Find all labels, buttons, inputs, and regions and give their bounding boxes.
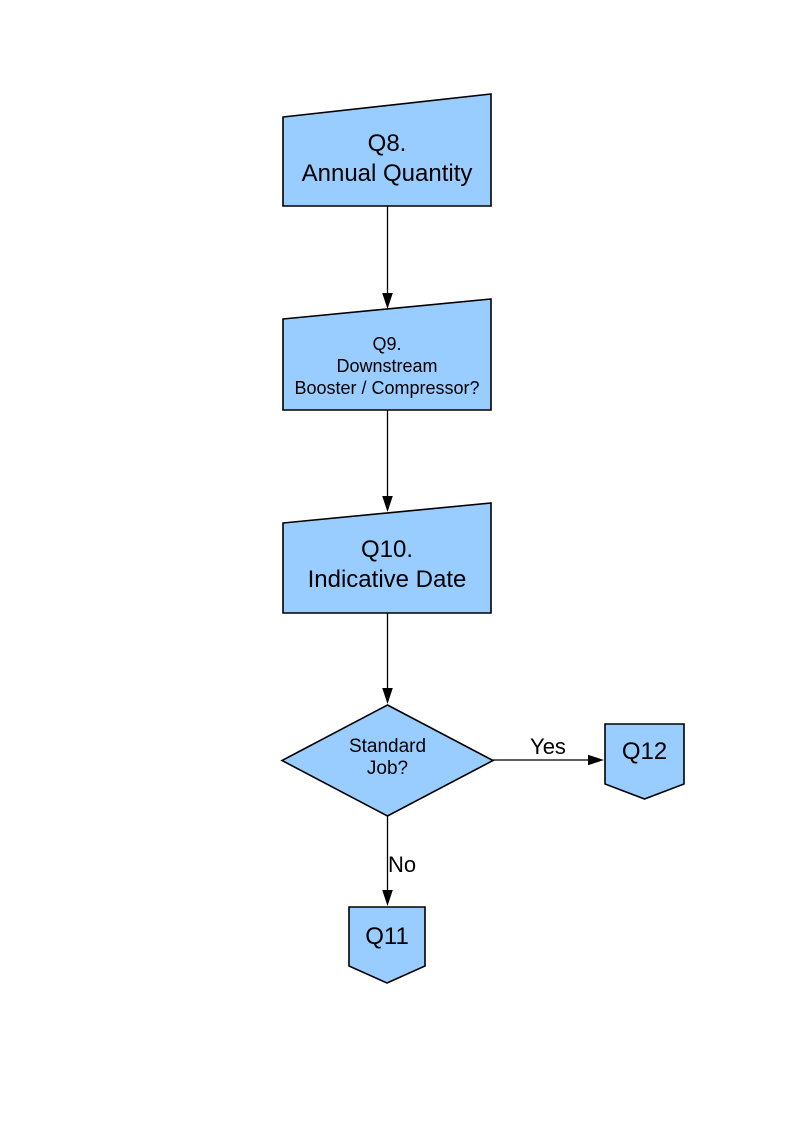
node-q9-shape [282,298,492,411]
node-q11-label-text: Q11 [365,923,409,950]
edge-q9-q10-arrowhead [382,496,393,512]
node-q9-label-line-3: Booster / Compressor? [294,378,480,398]
yes-label-text: Yes [530,734,566,759]
edge-decision-q12-arrowhead [588,754,604,766]
node-decision-label-line-1: Standard [348,736,427,757]
edge-decision-q11-label: No [388,852,458,878]
node-q9-label: Q9. Downstream Booster / Compressor? [283,333,491,399]
edge-decision-q11-arrowhead [382,890,393,906]
node-q9-label-line-2: Downstream [336,356,438,376]
node-q9-label-line-1: Q9. [372,334,402,354]
node-q12-label: Q12 [605,737,684,767]
node-q8-label-line-2: Annual Quantity [301,160,473,187]
node-q8-shape [282,93,492,207]
node-decision-label: Standard Job? [282,736,493,780]
node-q12-label-text: Q12 [621,738,668,765]
node-q8-label: Q8. Annual Quantity [283,129,491,189]
node-q11-label: Q11 [349,922,425,952]
edge-decision-q12-label: Yes [508,734,588,760]
edge-q10-decision-arrowhead [382,688,393,704]
node-q10-label-line-1: Q10. [360,536,414,563]
node-q10-shape [282,502,492,614]
node-decision-label-line-2: Job? [366,758,409,779]
node-q11-shape [348,906,426,984]
edge-q8-q9-arrowhead [382,293,393,309]
node-q12-shape [604,723,685,800]
node-q10-label-line-2: Indicative Date [307,566,467,593]
node-q8-label-line-1: Q8. [367,130,407,157]
node-q10-label: Q10. Indicative Date [283,535,491,595]
no-label-text: No [388,852,417,877]
